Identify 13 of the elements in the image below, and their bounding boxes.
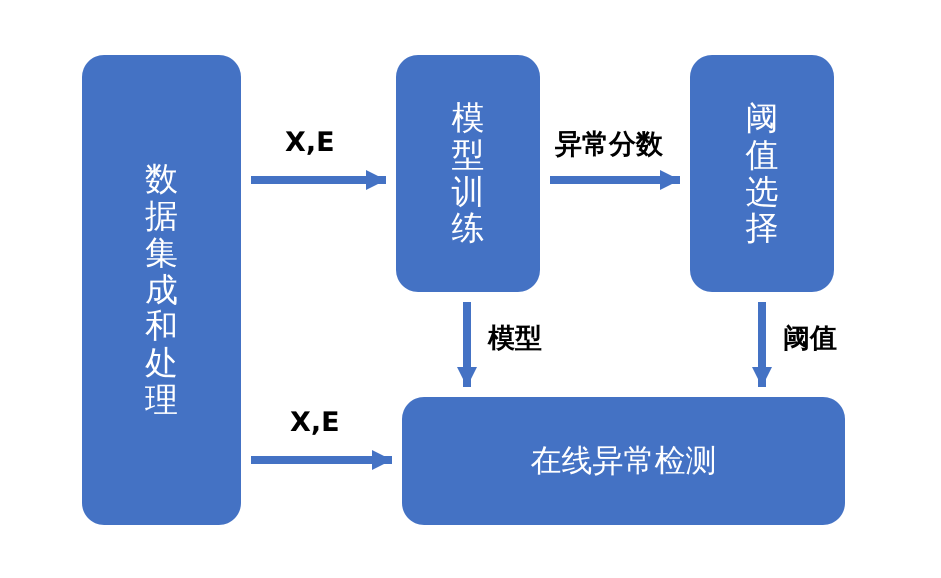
arrow	[550, 170, 680, 190]
process-box	[402, 397, 845, 525]
arrow	[752, 302, 772, 387]
arrow	[251, 170, 386, 190]
process-box	[82, 55, 241, 525]
arrow	[251, 450, 392, 470]
arrow	[457, 302, 477, 387]
process-box	[396, 55, 540, 292]
box-label: 数据集成和处理	[145, 160, 178, 420]
box-label: 阈值选择	[746, 100, 778, 248]
box-label: 模型训练	[452, 100, 484, 248]
process-box	[690, 55, 834, 292]
box-label: 在线异常检测	[530, 442, 716, 481]
